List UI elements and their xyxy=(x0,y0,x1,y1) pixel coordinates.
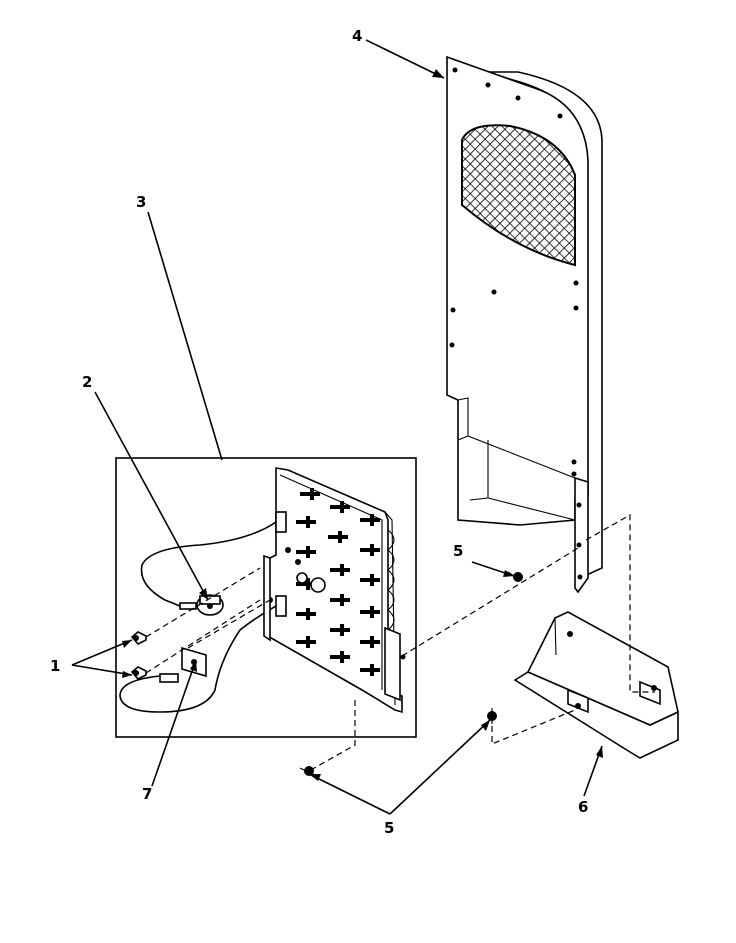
callout-7: 7 xyxy=(142,785,152,803)
heater-element-plate xyxy=(265,467,406,714)
alignment-lines xyxy=(145,513,655,772)
screw-lower xyxy=(130,666,147,680)
callout-6: 6 xyxy=(578,798,588,816)
callout-5-bottom: 5 xyxy=(384,819,394,837)
thermal-fuse xyxy=(159,646,207,683)
panel-holes xyxy=(449,67,583,580)
callout-5-right: 5 xyxy=(453,542,463,560)
insulator-marks xyxy=(296,488,380,676)
arrowheads xyxy=(122,69,603,781)
leader-lines xyxy=(71,39,603,815)
plate-left-bracket xyxy=(263,554,271,642)
callout-3: 3 xyxy=(136,193,146,211)
lower-wire xyxy=(119,605,277,713)
screw-upper xyxy=(130,631,147,645)
heater-assembly-box xyxy=(115,457,417,738)
callout-2: 2 xyxy=(82,373,92,391)
mounting-bracket xyxy=(513,611,679,759)
thermostat xyxy=(179,594,224,616)
screw-5-bottom-left xyxy=(299,766,314,776)
upper-wire xyxy=(140,521,277,607)
callout-4: 4 xyxy=(352,27,362,45)
callout-1: 1 xyxy=(50,657,60,675)
rear-panel-assembly xyxy=(446,55,603,594)
